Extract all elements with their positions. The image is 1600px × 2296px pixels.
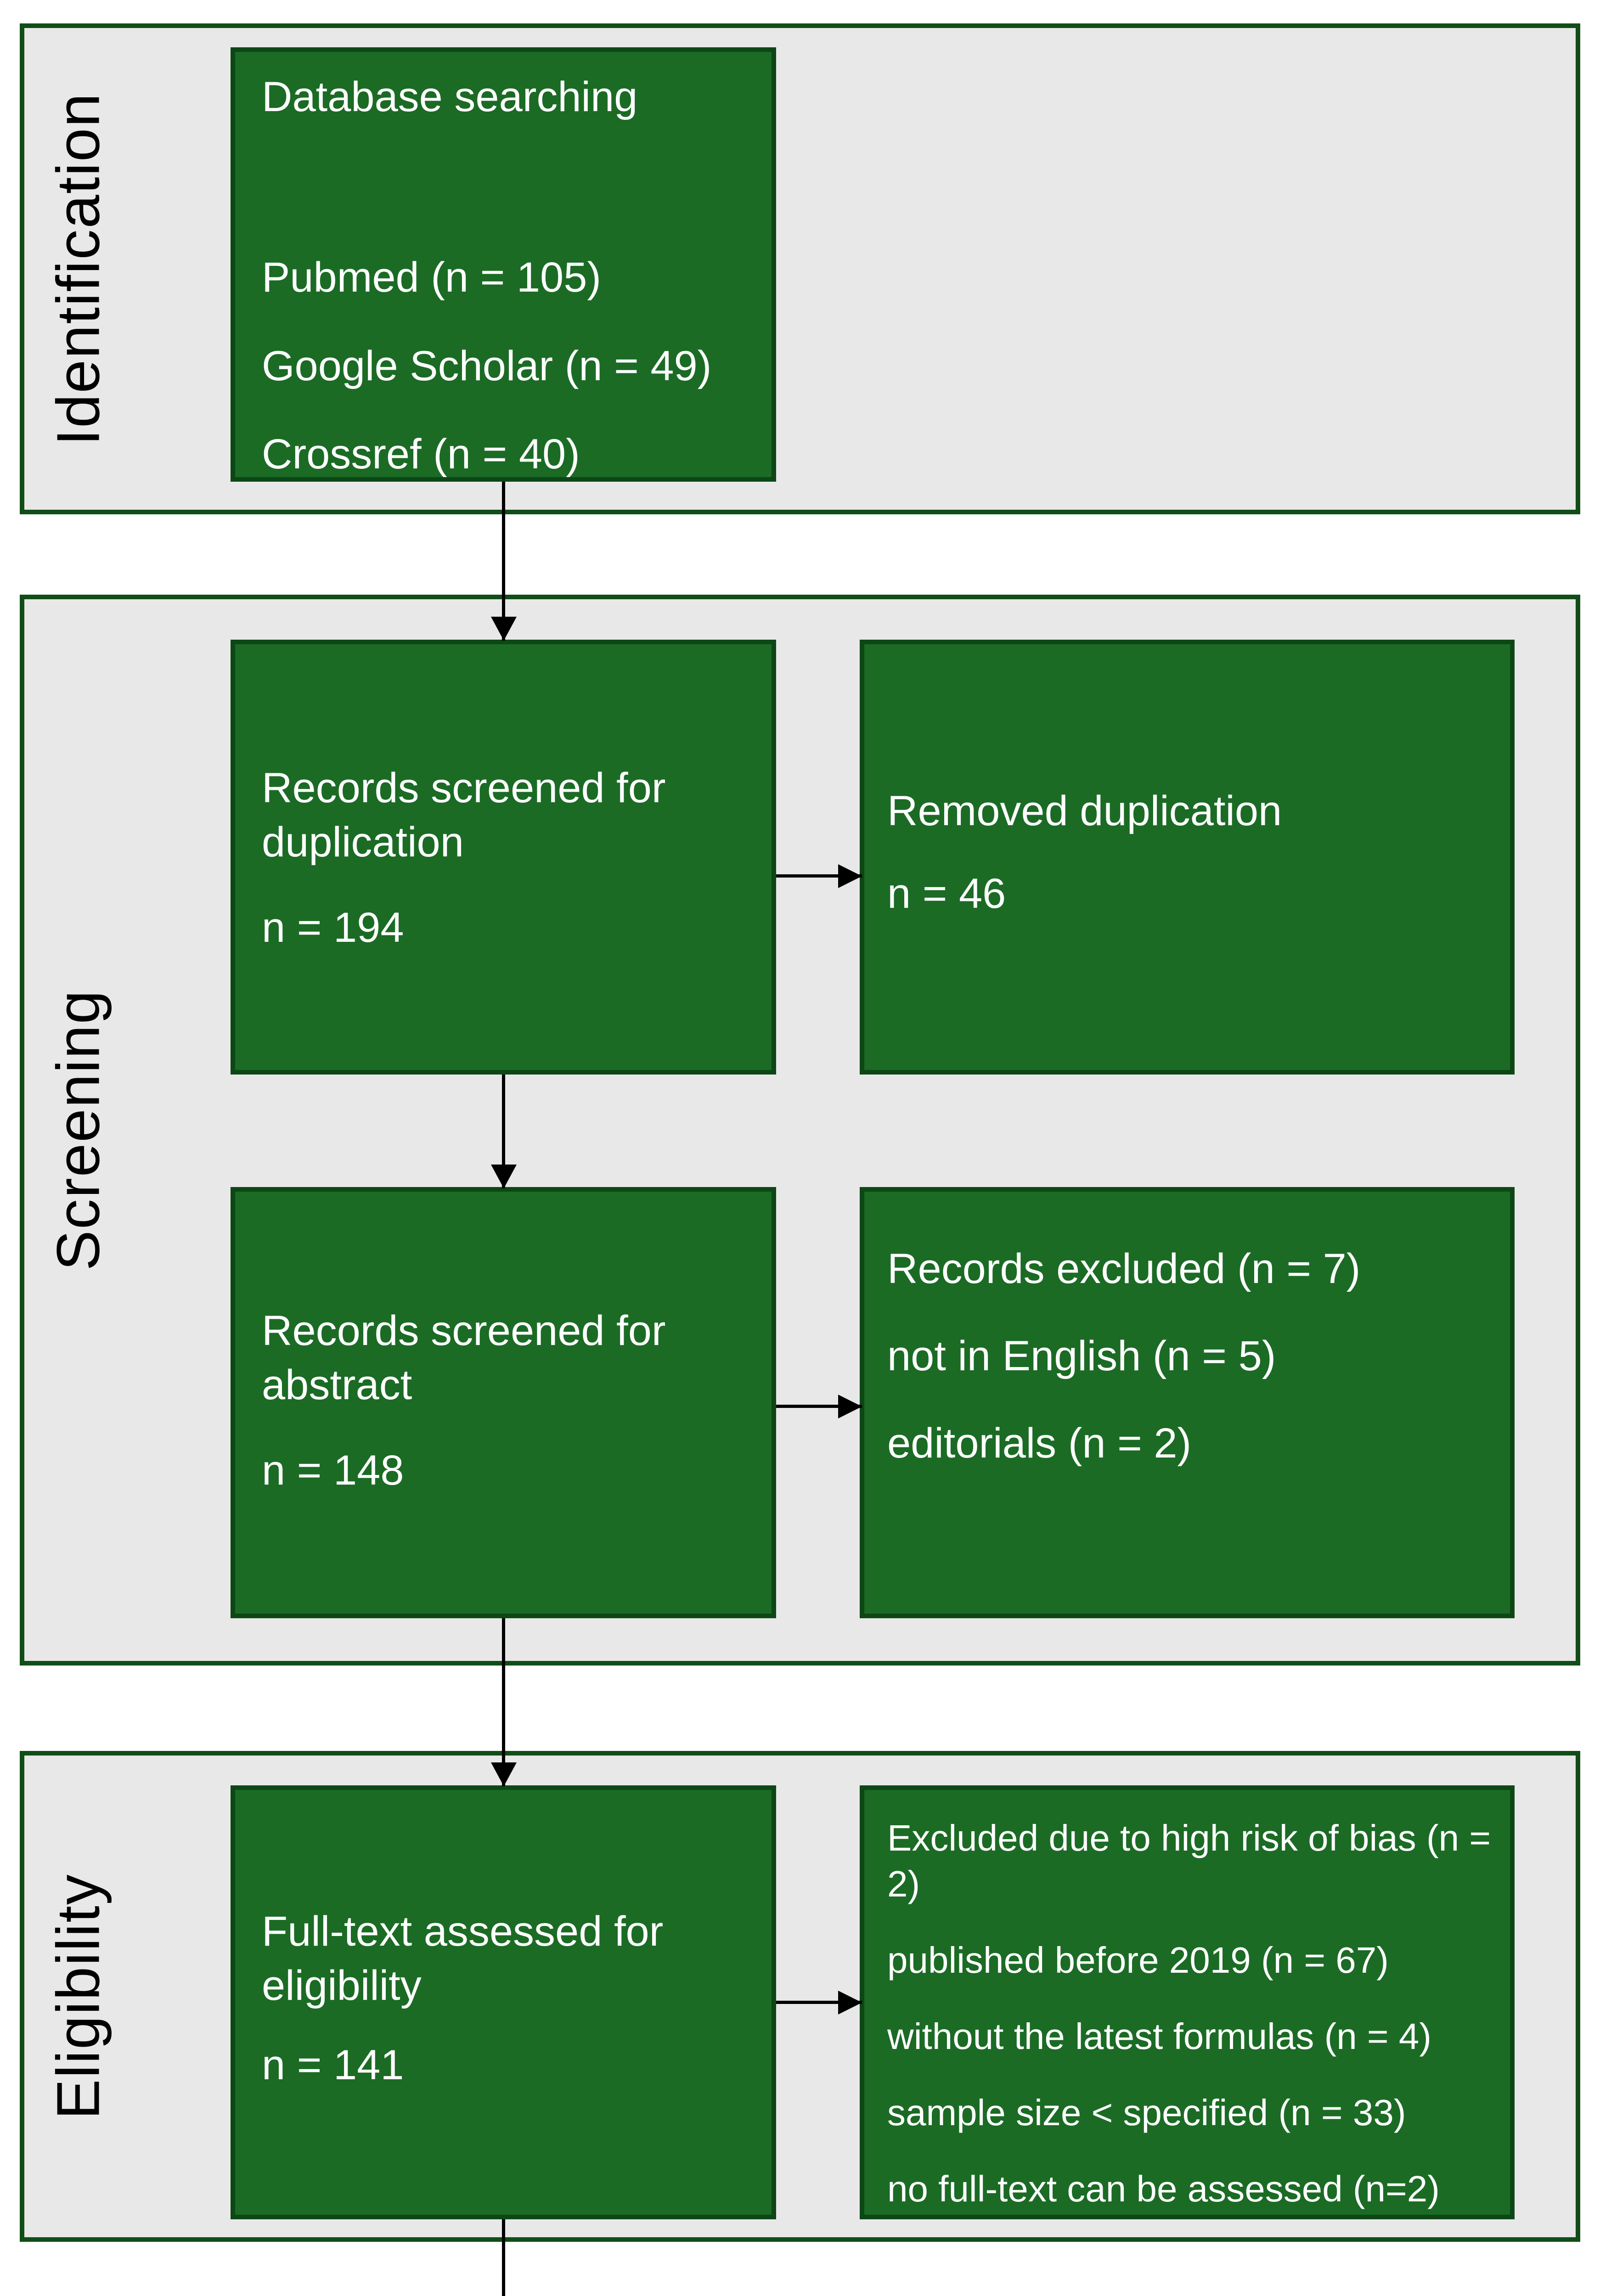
box-line-screened-abstract: Records screened for abstract: [262, 1307, 666, 1408]
stage-label-screening: Screening: [44, 989, 112, 1271]
section-eligibility: Eligibility Full-text assessed for eligi…: [20, 1751, 1580, 2242]
arrow-down-eligibility-to-included-icon: [502, 2219, 505, 2296]
box-line-google-scholar-count: Google Scholar (n = 49): [262, 342, 712, 389]
box-line-published-before-2019: published before 2019 (n = 67): [887, 1940, 1389, 1981]
arrow-right-fulltext-excluded-icon: [776, 2001, 862, 2004]
box-records-excluded: Records excluded (n = 7) not in English …: [860, 1187, 1515, 1618]
stage-label-eligibility: Eligibility: [44, 1873, 112, 2120]
box-line-no-fulltext: no full-text can be assessed (n=2): [887, 2168, 1440, 2209]
box-fulltext-excluded: Excluded due to high risk of bias (n = 2…: [860, 1785, 1515, 2219]
box-database-searching: Database searching Pubmed (n = 105) Goog…: [231, 47, 776, 482]
box-line-screened-duplication-count: n = 194: [262, 904, 404, 951]
box-removed-duplication: Removed duplication n = 46: [860, 640, 1515, 1075]
arrow-down-identification-to-screening-icon: [502, 482, 505, 641]
box-line-removed-duplication: Removed duplication: [887, 788, 1282, 834]
arrow-right-removed-duplication-icon: [776, 874, 862, 878]
arrow-right-records-excluded-icon: [776, 1405, 862, 1408]
section-identification: Identification Database searching Pubmed…: [20, 23, 1580, 514]
arrow-down-duplication-to-abstract-icon: [502, 1075, 505, 1188]
box-line-fulltext-assessed-count: n = 141: [262, 2041, 404, 2088]
stage-label-identification: Identification: [44, 92, 112, 446]
arrow-down-screening-to-eligibility-icon: [502, 1618, 505, 1786]
box-line-editorials: editorials (n = 2): [887, 1419, 1192, 1467]
box-records-screened-abstract: Records screened for abstract n = 148: [231, 1187, 776, 1618]
box-line-fulltext-assessed: Full-text assessed for eligibility: [262, 1908, 664, 2009]
box-fulltext-assessed: Full-text assessed for eligibility n = 1…: [231, 1785, 776, 2219]
box-records-screened-duplication: Records screened for duplication n = 194: [231, 640, 776, 1075]
box-line-not-in-english: not in English (n = 5): [887, 1332, 1276, 1379]
box-line-sample-size: sample size < specified (n = 33): [887, 2092, 1406, 2133]
box-line-pubmed-count: Pubmed (n = 105): [262, 253, 602, 301]
box-line-excluded-bias: Excluded due to high risk of bias (n = 2…: [887, 1818, 1491, 1904]
box-line-removed-duplication-count: n = 46: [887, 870, 1006, 917]
box-line-without-latest-formulas: without the latest formulas (n = 4): [887, 2016, 1431, 2057]
box-line-records-excluded: Records excluded (n = 7): [887, 1245, 1361, 1292]
box-line-database-title: Database searching: [262, 73, 638, 120]
section-screening: Screening Records screened for duplicati…: [20, 595, 1580, 1666]
box-line-screened-abstract-count: n = 148: [262, 1446, 404, 1494]
box-line-crossref-count: Crossref (n = 40): [262, 431, 580, 478]
box-line-screened-duplication: Records screened for duplication: [262, 765, 666, 866]
